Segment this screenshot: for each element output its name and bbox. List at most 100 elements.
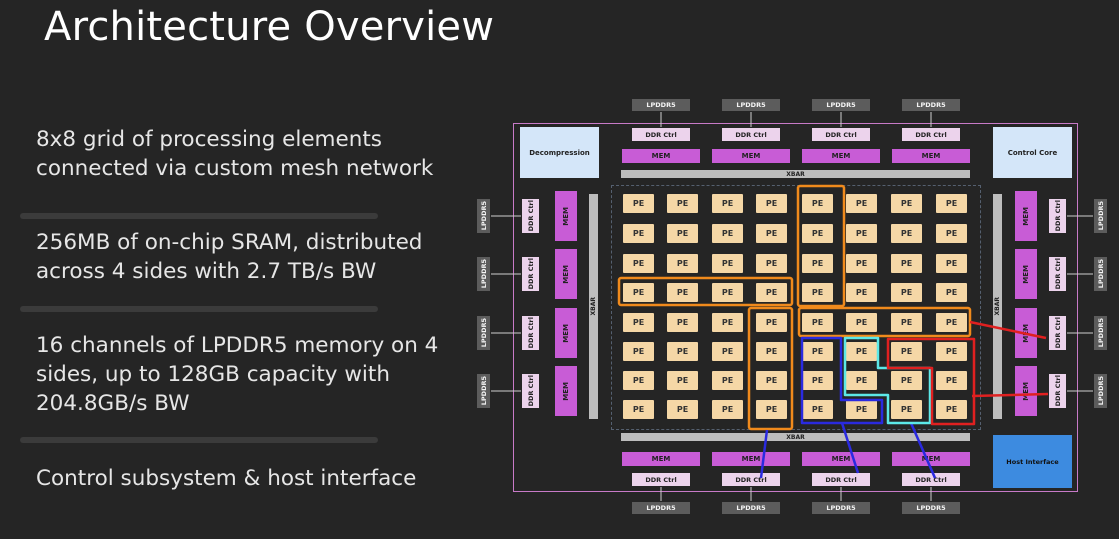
- lpddr5-left-0: LPDDR5: [477, 199, 490, 233]
- mem-left-3: MEM: [555, 366, 577, 416]
- pe-1-2: PE: [712, 224, 743, 243]
- mem-top-2: MEM: [802, 149, 880, 163]
- separator: [20, 306, 378, 312]
- bullet-control: Control subsystem & host interface: [36, 466, 417, 491]
- pe-1-1: PE: [667, 224, 698, 243]
- pe-7-2-label: PE: [721, 405, 734, 414]
- pe-6-7: PE: [936, 371, 967, 390]
- pe-4-1: PE: [667, 313, 698, 332]
- lpddr5-right-0: LPDDR5: [1094, 199, 1107, 233]
- pe-7-2: PE: [712, 400, 743, 419]
- separator: [20, 437, 378, 443]
- mem-bottom-0-label: MEM: [651, 455, 671, 463]
- pe-2-5-label: PE: [855, 259, 868, 268]
- pe-5-6: PE: [891, 342, 922, 361]
- pe-4-3: PE: [756, 313, 787, 332]
- mem-left-1-label: MEM: [562, 264, 570, 284]
- bullet-lpddr5: 16 channels of LPDDR5 memory on 4 sides,…: [36, 333, 439, 416]
- xbar-left: XBAR: [589, 194, 598, 419]
- pe-1-0: PE: [623, 224, 654, 243]
- pe-5-7: PE: [936, 342, 967, 361]
- lpddr5-bottom-1: LPDDR5: [722, 502, 780, 514]
- ddr-ctrl-bottom-1-label: DDR Ctrl: [735, 475, 767, 484]
- mem-bottom-3-label: MEM: [921, 455, 941, 463]
- ddr-ctrl-left-2: DDR Ctrl: [522, 316, 539, 350]
- pe-7-5-label: PE: [855, 405, 868, 414]
- mem-left-2: MEM: [555, 308, 577, 358]
- mem-top-0-label: MEM: [651, 152, 671, 160]
- lpddr5-bottom-2-label: LPDDR5: [826, 504, 856, 512]
- ddr-ctrl-bottom-2-label: DDR Ctrl: [825, 475, 857, 484]
- pe-6-5: PE: [846, 371, 877, 390]
- pe-7-1: PE: [667, 400, 698, 419]
- mem-bottom-2: MEM: [802, 452, 880, 466]
- ddr-ctrl-top-0: DDR Ctrl: [632, 128, 690, 141]
- pe-1-5-label: PE: [855, 229, 868, 238]
- pe-7-3-label: PE: [765, 405, 778, 414]
- pe-3-3-label: PE: [765, 288, 778, 297]
- pe-2-6: PE: [891, 254, 922, 273]
- ddr-ctrl-left-3-label: DDR Ctrl: [526, 375, 535, 407]
- pe-4-2: PE: [712, 313, 743, 332]
- pe-0-5: PE: [846, 194, 877, 213]
- pe-5-7-label: PE: [945, 347, 958, 356]
- host-interface-block: Host Interface: [993, 435, 1072, 488]
- pe-6-3-label: PE: [765, 376, 778, 385]
- ddr-ctrl-left-2-label: DDR Ctrl: [526, 317, 535, 349]
- lpddr5-left-2: LPDDR5: [477, 316, 490, 350]
- lpddr5-top-1-label: LPDDR5: [736, 101, 766, 109]
- lpddr5-bottom-2: LPDDR5: [812, 502, 870, 514]
- mem-bottom-3: MEM: [892, 452, 970, 466]
- pe-6-1: PE: [667, 371, 698, 390]
- mem-right-1-label: MEM: [1022, 264, 1030, 284]
- ddr-ctrl-right-2-label: DDR Ctrl: [1053, 317, 1062, 349]
- pe-1-6-label: PE: [900, 229, 913, 238]
- xbar-right: XBAR: [993, 194, 1002, 419]
- pe-3-0-label: PE: [632, 288, 645, 297]
- pe-3-2-label: PE: [721, 288, 734, 297]
- pe-3-0: PE: [623, 283, 654, 302]
- pe-7-5: PE: [846, 400, 877, 419]
- mem-bottom-1-label: MEM: [741, 455, 761, 463]
- separator: [20, 213, 378, 219]
- lpddr5-bottom-0-label: LPDDR5: [646, 504, 676, 512]
- pe-6-6-label: PE: [900, 376, 913, 385]
- pe-0-6-label: PE: [900, 199, 913, 208]
- pe-7-7-label: PE: [945, 405, 958, 414]
- pe-4-0-label: PE: [632, 318, 645, 327]
- pe-7-0: PE: [623, 400, 654, 419]
- mem-top-3-label: MEM: [921, 152, 941, 160]
- pe-2-4: PE: [802, 254, 833, 273]
- ddr-ctrl-right-0: DDR Ctrl: [1049, 199, 1066, 233]
- pe-5-0-label: PE: [632, 347, 645, 356]
- ddr-ctrl-bottom-3: DDR Ctrl: [902, 473, 960, 486]
- lpddr5-top-0-label: LPDDR5: [646, 101, 676, 109]
- pe-0-2-label: PE: [721, 199, 734, 208]
- pe-4-7: PE: [936, 313, 967, 332]
- mem-right-2-label: MEM: [1022, 323, 1030, 343]
- pe-5-1: PE: [667, 342, 698, 361]
- lpddr5-left-1: LPDDR5: [477, 257, 490, 291]
- pe-6-4-label: PE: [811, 376, 824, 385]
- pe-5-0: PE: [623, 342, 654, 361]
- pe-2-2: PE: [712, 254, 743, 273]
- pe-1-6: PE: [891, 224, 922, 243]
- mem-top-3: MEM: [892, 149, 970, 163]
- bullet-sram: 256MB of on-chip SRAM, distributed acros…: [36, 230, 423, 284]
- lpddr5-top-3: LPDDR5: [902, 99, 960, 111]
- pe-0-3-label: PE: [765, 199, 778, 208]
- pe-5-5: PE: [846, 342, 877, 361]
- ddr-ctrl-right-1-label: DDR Ctrl: [1053, 258, 1062, 290]
- mem-bottom-2-label: MEM: [831, 455, 851, 463]
- ddr-ctrl-top-0-label: DDR Ctrl: [645, 130, 677, 139]
- pe-4-5-label: PE: [855, 318, 868, 327]
- pe-6-0: PE: [623, 371, 654, 390]
- pe-5-3-label: PE: [765, 347, 778, 356]
- pe-6-3: PE: [756, 371, 787, 390]
- mem-right-3: MEM: [1015, 366, 1037, 416]
- pe-3-4: PE: [802, 283, 833, 302]
- ddr-ctrl-bottom-0-label: DDR Ctrl: [645, 475, 677, 484]
- ddr-ctrl-right-2: DDR Ctrl: [1049, 316, 1066, 350]
- pe-0-4: PE: [802, 194, 833, 213]
- pe-2-3: PE: [756, 254, 787, 273]
